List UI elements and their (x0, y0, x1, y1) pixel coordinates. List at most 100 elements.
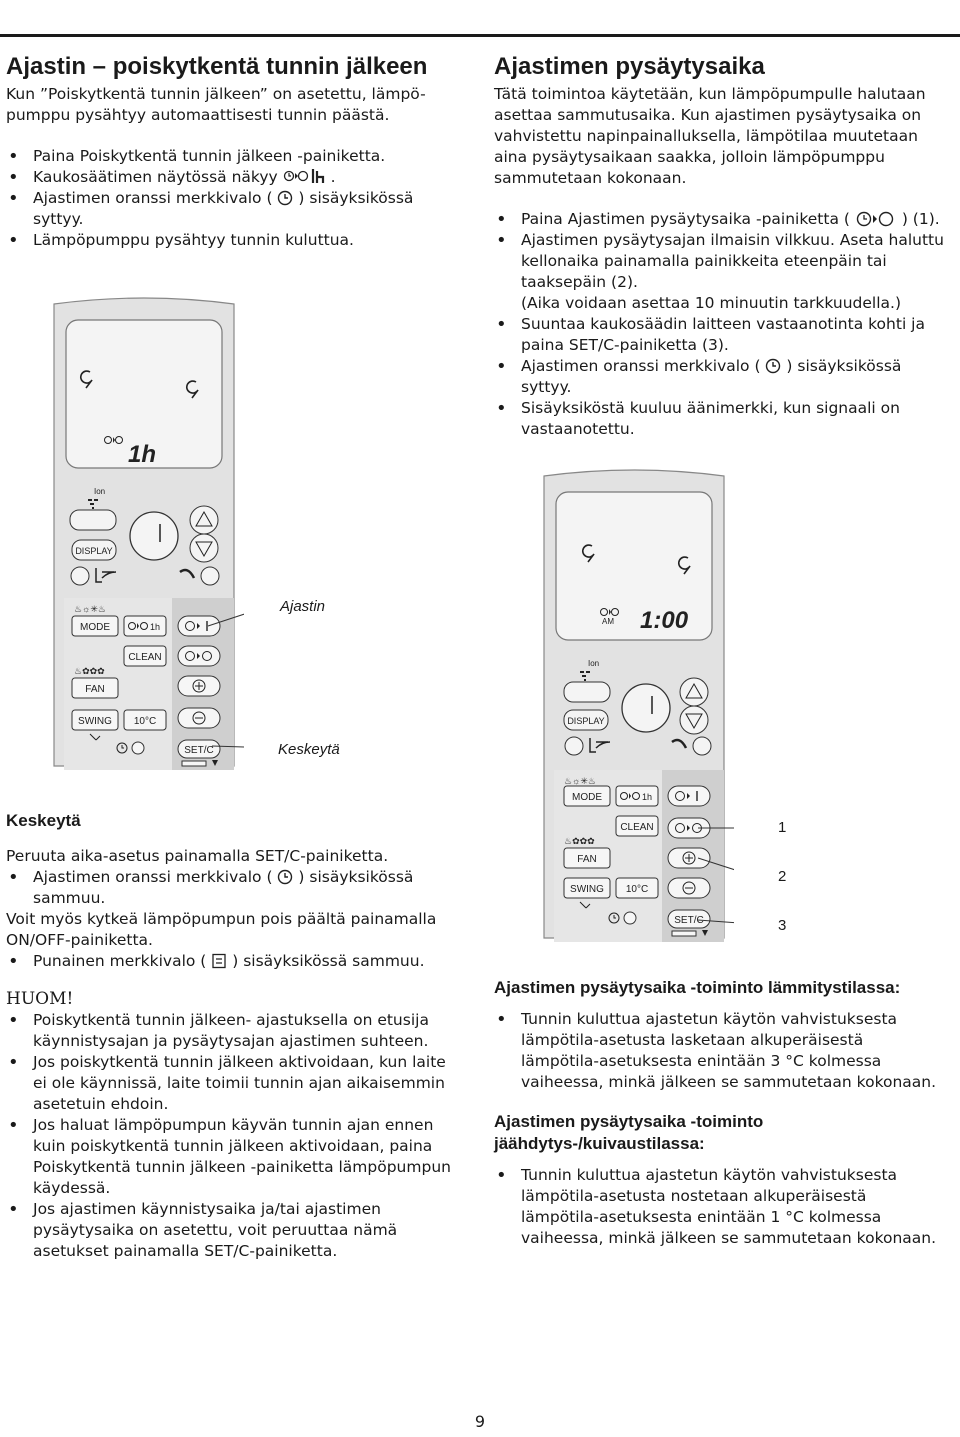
callout-number: 3 (778, 917, 787, 934)
timer-off-icon (600, 608, 619, 616)
clean-button-label: CLEAN (620, 822, 653, 833)
temp-up-button[interactable] (189, 505, 219, 535)
round-button[interactable] (70, 566, 90, 586)
plasma-icon (95, 568, 117, 583)
stop-time-intro: Tätä toimintoa käytetään, kun lämpöpumpu… (494, 85, 926, 187)
clean-button[interactable] (615, 815, 659, 837)
temp-down-button[interactable] (679, 705, 709, 735)
list-item: Paina Poiskytkentä tunnin jälkeen -paini… (6, 146, 456, 167)
callout-line (697, 857, 734, 871)
stop-time-steps: Paina Ajastimen pysäytysaika -painiketta… (494, 209, 950, 440)
list-item: Punainen merkkivalo ( ) sisäyksikössä sa… (6, 951, 456, 972)
down-triangle-icon (195, 541, 213, 558)
clock-icon (278, 190, 293, 206)
clean-button[interactable] (123, 645, 167, 667)
operation-lamp-icon (212, 953, 226, 969)
top-rule (0, 34, 960, 37)
round-button[interactable] (131, 741, 145, 755)
ion-label: Ion (588, 659, 599, 668)
setc-button[interactable] (667, 909, 711, 929)
swing-button-label: SWING (78, 716, 112, 727)
left-column-bottom: Keskeytä Peruuta aika-asetus painamalla … (6, 810, 456, 1262)
fan-swirl-icon (79, 370, 93, 389)
swing-icon (179, 568, 196, 579)
timer-1h-label: 1h (150, 622, 160, 632)
list-item: Kaukosäätimen näytössä näkyy . (6, 167, 456, 188)
round-button[interactable] (564, 736, 584, 756)
timer-1h-button[interactable] (123, 615, 167, 637)
caption-timer: Ajastin (280, 598, 326, 615)
list-item: Ajastimen pysäytysajan ilmaisin vilkkuu.… (494, 230, 950, 314)
display-button-label: DISPLAY (567, 716, 604, 726)
fan-speed-icons: ♨✿✿✿ (74, 666, 105, 676)
caption-cancel: Keskeytä (278, 741, 340, 758)
ion-label: Ion (94, 487, 105, 496)
clock-icon (116, 742, 128, 754)
fan-button-label: FAN (577, 854, 596, 865)
fan-button[interactable] (71, 677, 119, 699)
mode-icons: ♨☼✳♨ (74, 604, 106, 614)
am-indicator: AM (602, 617, 614, 626)
swing-button[interactable] (563, 877, 611, 899)
ten-c-button-label: 10°C (626, 884, 648, 895)
callout-number: 1 (778, 819, 787, 836)
fan-button-label: FAN (85, 684, 104, 695)
timer-off-icon (856, 211, 894, 227)
list-item: Paina Ajastimen pysäytysaika -painiketta… (494, 209, 950, 230)
ten-c-button[interactable] (123, 709, 167, 731)
clock-icon (608, 912, 620, 924)
callout-number: 2 (778, 868, 787, 885)
timer-1h-button[interactable] (615, 785, 659, 807)
up-triangle-icon (685, 682, 703, 699)
cooling-list: Tunnin kuluttua ajastetun käytön vahvist… (494, 1165, 942, 1249)
mode-button[interactable] (563, 785, 611, 807)
setc-button-label: SET/C (674, 915, 703, 926)
lcd-display (555, 491, 713, 641)
swing-arrow-icon (89, 733, 101, 741)
fan-swirl-icon (581, 544, 595, 563)
round-button[interactable] (692, 736, 712, 756)
swing-arrow-icon (579, 901, 591, 909)
swing-icon (671, 738, 688, 749)
temp-down-button[interactable] (189, 533, 219, 563)
keskeyta-text-2: Voit myös kytkeä lämpöpumpun pois päältä… (6, 910, 437, 949)
setc-button-label: SET/C (184, 745, 213, 756)
left-column-top: Ajastin – poiskytkentä tunnin jälkeen Ku… (6, 52, 456, 251)
list-item: Tunnin kuluttua ajastetun käytön vahvist… (494, 1009, 942, 1093)
page-number: 9 (474, 1412, 486, 1431)
round-button[interactable] (200, 566, 220, 586)
display-button-label: DISPLAY (75, 546, 112, 556)
list-item: Suuntaa kaukosäädin laitteen vastaanotin… (494, 314, 950, 356)
display-button[interactable] (71, 539, 117, 561)
setc-button[interactable] (177, 739, 221, 759)
temp-up-button[interactable] (679, 677, 709, 707)
keskeyta-heading: Keskeytä (6, 811, 81, 830)
remote-control-1h: 1h Ion DISPLAY ♨☼✳♨ MODE 1h CLEAN ♨✿✿✿ F… (53, 297, 244, 770)
swing-button[interactable] (71, 709, 119, 731)
list-item: Sisäyksiköstä kuuluu äänimerkki, kun sig… (494, 398, 950, 440)
ion-button[interactable] (69, 509, 117, 531)
fan-button[interactable] (563, 847, 611, 869)
heating-mode-heading: Ajastimen pysäytysaika -toiminto lämmity… (494, 978, 901, 997)
power-button[interactable] (129, 511, 179, 561)
callout-line (211, 745, 244, 748)
mode-button-label: MODE (572, 792, 602, 803)
round-button[interactable] (623, 911, 637, 925)
battery-icon (671, 930, 697, 937)
fan-swirl-icon (185, 380, 199, 399)
section-title-1h-off: Ajastin – poiskytkentä tunnin jälkeen (6, 53, 428, 80)
callout-line (207, 613, 244, 627)
display-readout: 1h (128, 441, 156, 468)
mode-icons: ♨☼✳♨ (564, 776, 596, 786)
ion-icon (580, 671, 590, 681)
list-item: Tunnin kuluttua ajastetun käytön vahvist… (494, 1165, 942, 1249)
ten-c-button[interactable] (615, 877, 659, 899)
ion-button[interactable] (563, 681, 611, 703)
mode-button[interactable] (71, 615, 119, 637)
display-time-readout: 1:00 (640, 607, 689, 634)
list-item: Jos poiskytkentä tunnin jälkeen aktivoid… (6, 1052, 456, 1115)
intro-text: Kun ”Poiskytkentä tunnin jälkeen” on ase… (6, 85, 426, 124)
display-button[interactable] (563, 709, 609, 731)
power-button[interactable] (621, 683, 671, 733)
up-triangle-icon (195, 510, 213, 527)
